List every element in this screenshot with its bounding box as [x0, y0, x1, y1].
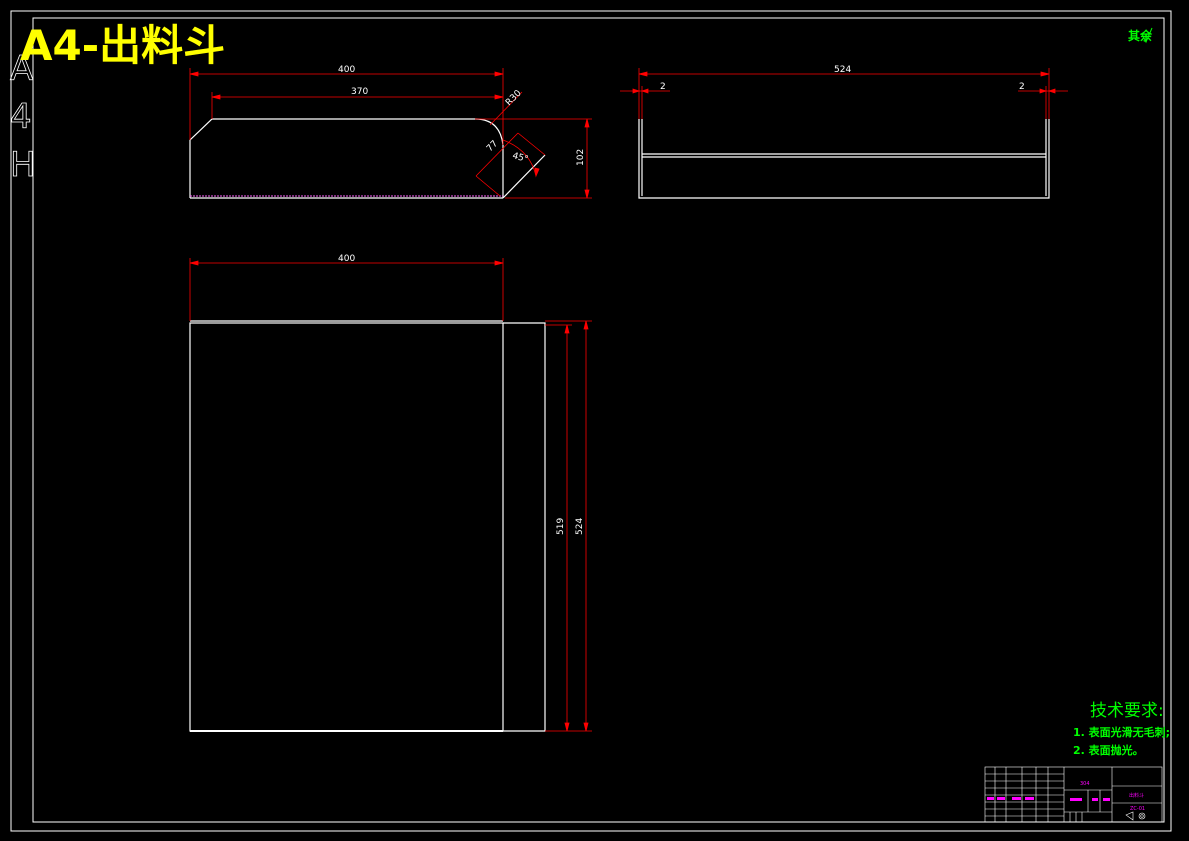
side-letter-a: A: [10, 49, 33, 89]
side-view-outline: [638, 119, 1050, 199]
dim-plan-width: 400: [338, 254, 355, 264]
title-block: [984, 766, 1163, 823]
tech-requirements: 技术要求: 1. 表面光滑无毛刺; 2. 表面抛光。: [1073, 701, 1170, 757]
roughness-symbol: [1141, 27, 1153, 44]
inner-frame: [32, 17, 1165, 823]
title-block-marks: [987, 797, 1110, 801]
tech-requirement-item: 2. 表面抛光。: [1073, 743, 1144, 757]
tech-requirements-heading: 技术要求:: [1090, 701, 1164, 721]
side-letter-4: 4: [10, 97, 32, 137]
drawing-title: A4-出料斗: [20, 21, 225, 70]
dim-height: 102: [576, 149, 586, 166]
title-block-part-name: 出料斗: [1129, 792, 1144, 799]
plan-view: 400 519 524: [189, 254, 592, 732]
dim-angle: 45°: [511, 151, 529, 165]
tech-requirement-item: 1. 表面光滑无毛刺;: [1073, 725, 1170, 739]
title-block-drawing-no: ZC-01: [1130, 806, 1145, 812]
dim-top-inner: 370: [351, 87, 368, 97]
title-block-material: 304: [1080, 781, 1090, 787]
projection-symbol-icon: [1125, 811, 1146, 821]
front-view-outline: [189, 118, 475, 198]
side-letter-h: H: [10, 145, 36, 185]
dim-top-width: 400: [338, 65, 355, 75]
outer-frame: [10, 10, 1172, 832]
dim-plan-height-outer: 524: [575, 518, 585, 535]
dim-plan-height-inner: 519: [556, 518, 566, 535]
dim-right-thickness: 2: [1019, 82, 1025, 92]
side-view: 524 2 2: [620, 65, 1068, 199]
dim-side-width: 524: [834, 65, 851, 75]
front-view-chamfer: [502, 154, 546, 199]
dim-left-thickness: 2: [660, 82, 666, 92]
